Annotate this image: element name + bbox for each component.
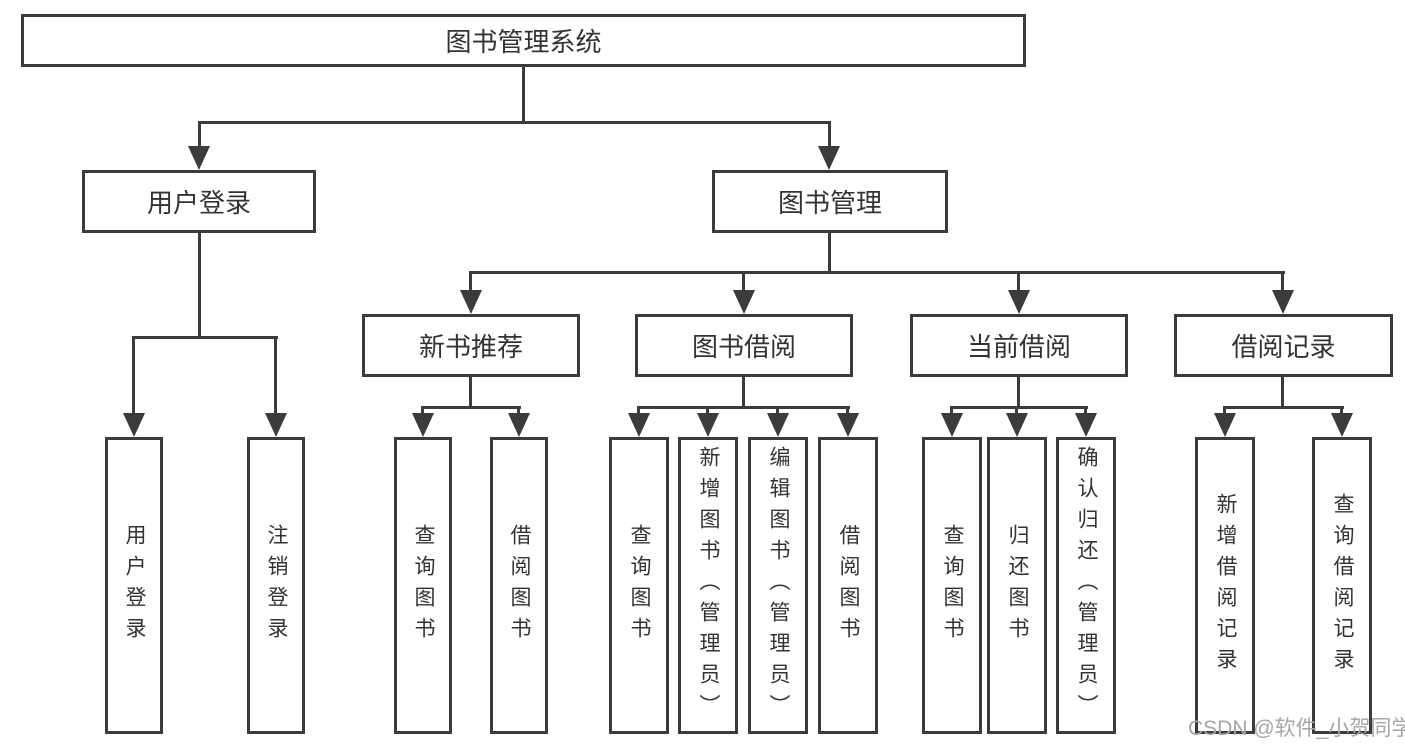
arrowhead-down-borrowing-records [1272,290,1294,314]
connector-stem-user-login [198,121,201,149]
connector-stem-query-books-1 [421,406,424,416]
arrowhead-down-leaf-user-login [123,413,145,437]
arrowhead-down-leaf-logout [265,413,287,437]
connector-user-login-stub [198,233,201,336]
arrowhead-down-query-books-3 [941,413,963,437]
connector-branch-book-borrowing [637,406,850,409]
arrowhead-down-book-management [818,146,840,170]
arrowhead-down-query-books-1 [412,413,434,437]
connector-stem-book-management [828,121,831,149]
node-root: 图书管理系统 [21,14,1026,67]
leaf-add-borrow-record: 新增借阅记录 [1195,437,1255,734]
arrowhead-down-edit-book [767,413,789,437]
leaf-user-login: 用户登录 [105,437,163,734]
leaf-query-books-1: 查询图书 [394,437,452,734]
connector-stem-new-book [469,271,472,293]
connector-stem-edit-book [776,406,779,416]
arrowhead-down-confirm-return [1075,413,1097,437]
connector-stem-leaf-user-login [132,336,135,417]
node-book-borrowing: 图书借阅 [635,314,853,377]
leaf-edit-book-admin: 编辑图书（管理员） [748,437,808,734]
leaf-logout: 注销登录 [247,437,305,734]
leaf-query-books-3: 查询图书 [922,437,982,734]
connector-branch-new-book [421,406,521,409]
connector-branch-level3 [469,271,1285,274]
arrowhead-down-current-borrowing [1008,290,1030,314]
connector-branch-current-borrowing [950,406,1088,409]
csdn-watermark: CSDN @软件_小贺同学 [1188,717,1405,740]
arrowhead-down-query-borrow-record [1331,413,1353,437]
arrowhead-down-book-borrowing [733,290,755,314]
arrowhead-down-new-book [460,290,482,314]
connector-branch-level2 [198,121,831,124]
connector-stem-borrowing-records [1281,271,1284,293]
connector-stem-query-books-3 [950,406,953,416]
connector-stem-query-borrow-record [1340,406,1343,416]
arrowhead-down-borrow-books-1 [508,413,530,437]
connector-borrowing-records-stub [1281,377,1284,406]
connector-book-borrowing-stub [742,377,745,406]
connector-root-stub [522,67,525,121]
leaf-return-books: 归还图书 [987,437,1047,734]
arrowhead-down-borrow-books-2 [837,413,859,437]
node-borrowing-records: 借阅记录 [1174,314,1393,377]
connector-stem-query-books-2 [637,406,640,416]
connector-stem-borrow-books-2 [846,406,849,416]
connector-stem-borrow-books-1 [517,406,520,416]
connector-current-borrowing-stub [1017,377,1020,406]
connector-stem-add-borrow-record [1223,406,1226,416]
connector-branch-user-login [132,336,278,339]
arrowhead-down-return-books [1006,413,1028,437]
leaf-add-book-admin: 新增图书（管理员） [678,437,738,734]
connector-stem-add-book [706,406,709,416]
leaf-confirm-return-admin: 确认归还（管理员） [1056,437,1116,734]
leaf-borrow-books-1: 借阅图书 [490,437,548,734]
connector-stem-book-borrowing [742,271,745,293]
node-book-management: 图书管理 [712,170,948,233]
connector-stem-confirm-return [1084,406,1087,416]
arrowhead-down-user-login [188,146,210,170]
connector-stem-leaf-logout [274,336,277,417]
node-current-borrowing: 当前借阅 [910,314,1128,377]
node-user-login: 用户登录 [82,170,316,233]
arrowhead-down-add-book [697,413,719,437]
arrowhead-down-query-books-2 [628,413,650,437]
node-new-book-recommend: 新书推荐 [362,314,580,377]
arrowhead-down-add-borrow-record [1214,413,1236,437]
connector-new-book-stub [469,377,472,406]
connector-stem-current-borrowing [1017,271,1020,293]
connector-stem-return-books [1015,406,1018,416]
leaf-query-books-2: 查询图书 [609,437,669,734]
connector-book-management-stub [828,233,831,271]
leaf-query-borrow-record: 查询借阅记录 [1312,437,1372,734]
connector-branch-borrowing-records [1223,406,1344,409]
leaf-borrow-books-2: 借阅图书 [818,437,878,734]
